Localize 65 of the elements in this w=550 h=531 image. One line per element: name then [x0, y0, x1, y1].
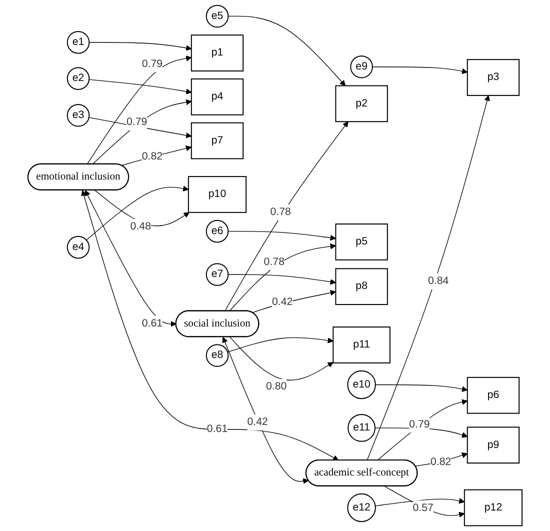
node-box: p2 [335, 85, 388, 122]
arrow [86, 186, 189, 240]
edge-label: 0.82 [142, 150, 163, 162]
edge-label: 0.61 [142, 318, 163, 329]
node-box: p8 [335, 268, 388, 306]
edge-label: 0.82 [430, 456, 452, 468]
node-circle: e3 [66, 104, 90, 127]
node-box: p5 [335, 224, 388, 260]
arrow [229, 243, 336, 312]
arrow [377, 399, 468, 461]
node-box: p11 [332, 326, 390, 364]
edge-label: 0.79 [126, 116, 148, 128]
node-circle: e1 [66, 31, 90, 54]
arrow [121, 145, 192, 166]
arrow [81, 190, 339, 461]
edge-label: 0.61 [206, 423, 228, 435]
arrow [228, 230, 336, 241]
node-box: p12 [464, 489, 523, 526]
arrow [375, 384, 468, 392]
edge-label: 0.57 [412, 502, 434, 514]
node-circle: e5 [206, 4, 229, 28]
arrow [88, 117, 192, 138]
arrow [384, 486, 465, 518]
node-circle: e2 [66, 67, 90, 90]
arrow [374, 428, 468, 438]
edge-label: 0.78 [264, 256, 284, 268]
node-box: p9 [466, 426, 520, 464]
arrow [372, 66, 468, 74]
arrow [227, 337, 334, 352]
arrow [228, 16, 346, 86]
arrow [92, 99, 192, 165]
arrow [88, 79, 192, 94]
node-circle: e7 [206, 263, 229, 286]
node-box: p7 [190, 122, 244, 160]
edge-label: 0.42 [247, 416, 268, 428]
edge-label: 0.84 [428, 275, 449, 287]
node-circle: e6 [206, 220, 229, 243]
node-box: p3 [466, 59, 520, 96]
node-box: p1 [190, 34, 244, 72]
arrow [374, 498, 465, 506]
node-circle: e8 [206, 344, 229, 367]
node-box: p10 [188, 176, 247, 213]
edge-label: 0.78 [270, 206, 291, 218]
arrow [88, 42, 192, 51]
node-circle: e9 [350, 55, 373, 78]
node-circle: e4 [66, 236, 90, 259]
edge-label: 0.48 [130, 220, 151, 232]
edge-label: 0.80 [266, 380, 287, 392]
arrow [229, 336, 334, 380]
arrow [222, 336, 309, 484]
arrow [94, 190, 190, 226]
arrow [224, 121, 348, 312]
arrow [228, 274, 336, 285]
arrow [366, 95, 490, 461]
node-circle: e11 [348, 414, 376, 442]
edge-label: 0.42 [272, 296, 293, 308]
arrow [86, 56, 192, 165]
edge-label: 0.79 [142, 58, 163, 70]
node-box: p4 [190, 78, 244, 116]
node-circle: e10 [347, 370, 376, 400]
arrow [84, 190, 176, 327]
edge-label: 0.79 [409, 418, 430, 430]
node-circle: e12 [347, 493, 376, 522]
arrow [252, 290, 336, 313]
node-box: p6 [466, 376, 520, 414]
